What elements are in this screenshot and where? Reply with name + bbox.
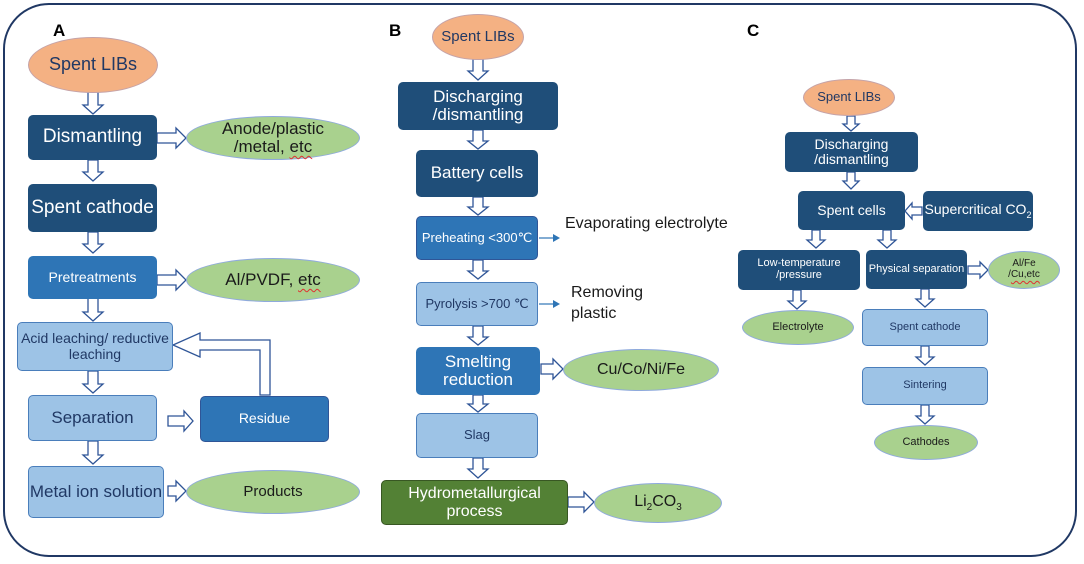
arrow-c-physical-alfecu [967, 260, 989, 280]
a-dismantling-box: Dismantling [28, 115, 157, 160]
arrow-c-spentcathode-sintering [914, 345, 936, 366]
c-electrolyte-ellipse: Electrolyte [742, 310, 854, 345]
b-battery-cells-box: Battery cells [416, 150, 538, 197]
arrow-c-spentlibs-discharging [841, 115, 861, 132]
arrow-b-pyrolysis-smelting [466, 325, 490, 346]
arrow-b-discharging-battery [466, 129, 490, 150]
arrow-a-pretreatments-acid [81, 297, 105, 322]
a-pretreatments-box: Pretreatments [28, 256, 157, 299]
a-separation-box: Separation [28, 395, 157, 441]
arrow-c-spentcells-physical [876, 229, 898, 249]
c-cathodes-ellipse: Cathodes [874, 425, 978, 460]
a-metal-ion-solution-box: Metal ion solution [28, 466, 164, 518]
arrow-b-hydro-li2co3 [567, 490, 595, 514]
a-al-pvdf-ellipse: Al/PVDF, etc [186, 258, 360, 302]
panel-b-label: B [389, 21, 402, 40]
arrow-c-discharging-spentcells [841, 171, 861, 190]
arrow-c-supercritical-spentcells [904, 201, 923, 221]
arrow-c-spentcells-lowtemp [805, 229, 827, 249]
arrow-a-dismantling-spentcathode [81, 159, 105, 182]
arrow-b-slag-hydro [466, 457, 490, 479]
arrow-b-battery-preheating [466, 196, 490, 216]
arrow-c-physical-spentcathode [914, 288, 936, 308]
arrow-c-sintering-cathodes [914, 404, 936, 425]
b-discharging-dismantling-box: Discharging /dismantling [398, 82, 558, 130]
c-al-fe-cu-ellipse: Al/Fe/Cu,etc [988, 251, 1060, 289]
c-spent-libs-ellipse: Spent LIBs [803, 79, 895, 116]
b-hydrometallurgical-process-box: Hydrometallurgical process [381, 480, 568, 525]
b-removing-plastic-note: Removing plastic [571, 284, 644, 322]
b-spent-libs-ellipse: Spent LIBs [432, 14, 524, 60]
a-spent-cathode-box: Spent cathode [28, 184, 157, 232]
c-low-temperature-pressure-box: Low-temperature /pressure [738, 250, 860, 290]
arrow-b-smelting-cucoinife [540, 357, 564, 381]
c-discharging-dismantling-box: Discharging /dismantling [785, 132, 918, 172]
b-evaporating-electrolyte-note: Evaporating electrolyte [565, 215, 728, 232]
panel-c-label: C [747, 21, 760, 40]
a-anode-plastic-metal-ellipse: Anode/plastic/metal, etc [186, 116, 360, 160]
arrow-b-spentlibs-discharging [466, 58, 490, 81]
a-spent-libs-ellipse: Spent LIBs [28, 37, 158, 93]
b-preheating-box: Preheating <300℃ [416, 216, 538, 260]
b-cu-co-ni-fe-ellipse: Cu/Co/Ni/Fe [563, 349, 719, 391]
a-products-ellipse: Products [186, 470, 360, 514]
c-spent-cathode-box: Spent cathode [862, 309, 988, 346]
arrow-a-residue-feedback [171, 331, 271, 396]
b-smelting-reduction-box: Smelting reduction [416, 347, 540, 395]
c-spent-cells-box: Spent cells [798, 191, 905, 230]
arrow-a-pretreatments-alpvdf [156, 268, 187, 292]
arrow-b-smelting-slag [466, 394, 490, 413]
b-slag-box: Slag [416, 413, 538, 458]
b-pyrolysis-box: Pyrolysis >700 ℃ [416, 282, 538, 326]
c-sintering-box: Sintering [862, 367, 988, 405]
c-supercritical-co2-box: Supercritical CO2 [923, 191, 1033, 231]
c-physical-separation-box: Physical separation [866, 250, 967, 289]
arrow-a-acid-separation [81, 370, 105, 394]
a-residue-box: Residue [200, 396, 329, 442]
arrow-a-separation-residue [167, 409, 194, 433]
arrow-c-lowtemp-electrolyte [786, 289, 808, 310]
arrow-a-spentlibs-dismantling [81, 91, 105, 115]
arrow-a-separation-metalion [81, 440, 105, 465]
panel-a-label: A [53, 21, 66, 40]
arrow-a-spentcathode-pretreatments [81, 231, 105, 254]
arrow-a-metalion-products [167, 479, 187, 503]
rounded-border-frame [3, 3, 1077, 557]
arrow-b-preheating-pyrolysis [466, 259, 490, 280]
b-li2co3-ellipse: Li2CO3 [594, 483, 722, 523]
arrow-a-dismantling-anode [156, 126, 187, 150]
a-acid-leaching-box: Acid leaching/ reductive leaching [17, 322, 173, 371]
